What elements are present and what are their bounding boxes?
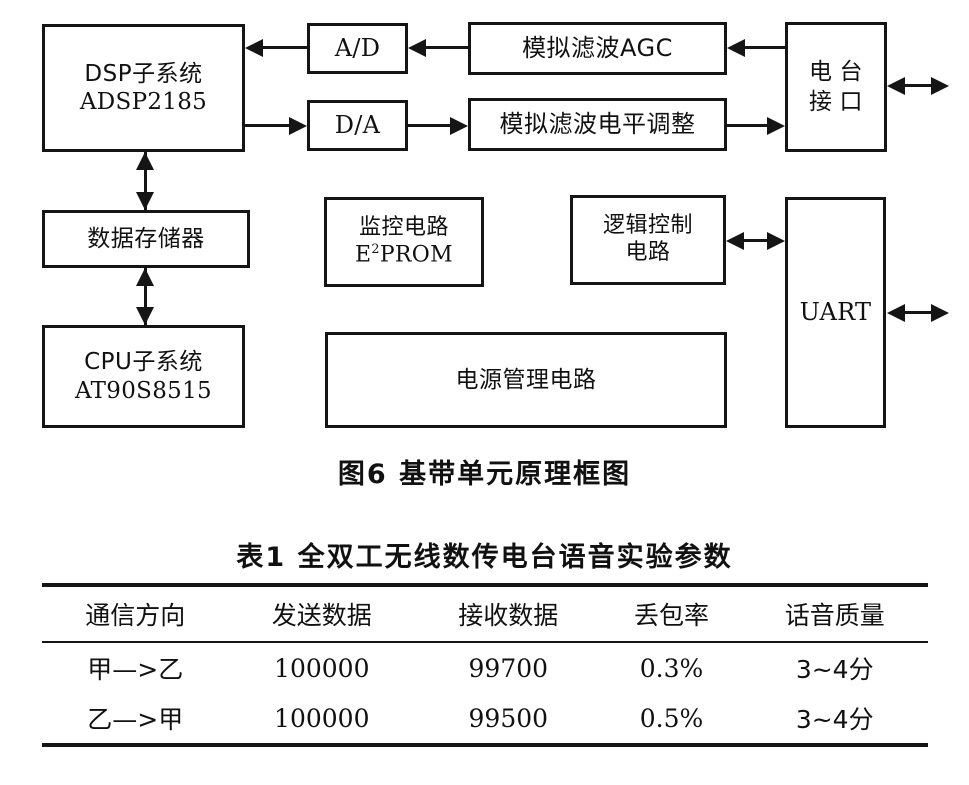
arrowhead-radio-to-agc: [727, 38, 745, 57]
cell-received: 99500: [415, 693, 602, 747]
block-dsp-line2: ADSP2185: [79, 89, 208, 115]
table-row: 乙—>甲 100000 99500 0.5% 3~4分: [42, 693, 928, 747]
block-monitor-eprom-post: PROM: [379, 242, 453, 268]
block-radio-grid: 电 台 接 口: [809, 58, 863, 116]
block-analog-filter-agc: 模拟滤波AGC: [468, 22, 727, 75]
block-da-label: D/A: [334, 110, 381, 139]
block-diagram: DSP子系统 ADSP2185 A/D D/A 模拟滤波AGC 模拟滤波电平调整…: [42, 22, 949, 428]
arrowhead-uart-to-logic: [726, 231, 744, 250]
block-dsp-line1: DSP子系统: [84, 60, 203, 87]
column-header-sent: 发送数据: [228, 583, 416, 643]
cell-voice-quality: 3~4分: [741, 693, 928, 747]
block-cpu-subsystem: CPU子系统 AT90S8515: [42, 325, 245, 428]
arrowhead-uart-external-in: [887, 303, 905, 322]
arrowhead-dsp-to-memory: [135, 192, 154, 210]
column-header-direction: 通信方向: [42, 583, 229, 643]
block-ad-converter: A/D: [307, 23, 408, 74]
arrowhead-ad-to-dsp: [245, 38, 263, 57]
block-ad-label: A/D: [334, 33, 381, 62]
block-uart-label: UART: [799, 297, 872, 326]
cell-voice-quality: 3~4分: [795, 655, 874, 684]
block-level-label: 模拟滤波电平调整: [499, 109, 696, 138]
connector-dsp-memory: [144, 152, 147, 210]
block-power-management-circuit: 电源管理电路: [325, 332, 727, 428]
connector-da-to-level: [408, 124, 450, 127]
arrowhead-logic-to-uart: [767, 231, 785, 250]
column-header-received: 接收数据: [415, 583, 602, 643]
arrowhead-level-to-radio: [767, 116, 785, 135]
block-monitor-line1: 监控电路: [358, 215, 449, 240]
connector-ad-to-dsp: [263, 46, 309, 49]
arrowhead-memory-to-dsp: [135, 152, 154, 170]
block-radio-interface: 电 台 接 口: [785, 22, 887, 152]
cell-loss-rate: 0.5%: [601, 693, 742, 747]
block-radio-char4: 口: [839, 89, 863, 115]
block-data-memory: 数据存储器: [42, 210, 250, 268]
arrowhead-radio-external-out: [931, 76, 949, 95]
block-power-label: 电源管理电路: [455, 366, 597, 393]
column-header-loss-rate: 丢包率: [601, 583, 742, 643]
table-caption: 表1 全双工无线数传电台语音实验参数: [236, 542, 733, 573]
block-uart: UART: [785, 197, 886, 428]
block-dsp-subsystem: DSP子系统 ADSP2185: [42, 24, 245, 152]
block-da-converter: D/A: [307, 100, 408, 151]
block-monitor-line2: E2PROM: [355, 242, 453, 269]
connector-radio-external: [905, 84, 931, 87]
cell-sent: 100000: [228, 693, 416, 747]
connector-logic-uart: [736, 239, 776, 242]
arrowhead-uart-external-out: [931, 303, 949, 322]
block-memory-label: 数据存储器: [87, 225, 205, 252]
block-logic-line1: 逻辑控制: [602, 213, 693, 239]
block-logic-control-circuit: 逻辑控制 电路: [570, 195, 726, 285]
column-header-voice-quality: 话音质量: [741, 583, 928, 643]
arrowhead-cpu-to-memory: [135, 268, 154, 286]
arrowhead-da-to-level: [450, 116, 468, 135]
cell-sent: 100000: [274, 653, 370, 683]
block-agc-label: 模拟滤波AGC: [522, 33, 673, 62]
block-monitor-circuit: 监控电路 E2PROM: [324, 197, 484, 287]
arrowhead-radio-external-in: [887, 76, 905, 95]
block-logic-line2: 电路: [625, 240, 671, 265]
experiment-parameters-table: 通信方向 发送数据 接收数据 丢包率 话音质量 甲—>乙 100000 9970…: [42, 583, 928, 747]
block-radio-char1: 电: [809, 58, 833, 85]
connector-uart-external: [905, 311, 931, 314]
arrowhead-agc-to-ad: [408, 38, 426, 57]
block-cpu-line1: CPU子系统: [84, 349, 203, 376]
block-monitor-eprom-pre: E: [355, 242, 372, 268]
block-analog-filter-level-adjust: 模拟滤波电平调整: [468, 98, 727, 151]
cell-received: 99700: [468, 653, 549, 683]
arrowhead-dsp-to-da: [289, 116, 307, 135]
cell-direction: 甲—>乙: [87, 655, 184, 684]
table-row: 甲—>乙 100000 99700 0.3% 3~4分: [42, 642, 928, 693]
cell-loss-rate: 0.3%: [639, 653, 704, 683]
table-header-row: 通信方向 发送数据 接收数据 丢包率 话音质量: [42, 583, 928, 643]
connector-agc-to-ad: [426, 46, 468, 49]
connector-radio-to-agc: [745, 46, 785, 49]
arrowhead-memory-to-cpu: [135, 307, 154, 325]
cell-direction: 乙—>甲: [42, 693, 229, 747]
connector-memory-cpu: [144, 268, 147, 325]
block-radio-char3: 接: [809, 89, 833, 115]
block-cpu-line2: AT90S8515: [75, 377, 212, 404]
block-radio-char2: 台: [839, 58, 863, 85]
block-monitor-eprom-sup: 2: [371, 241, 380, 257]
connector-level-to-radio: [727, 124, 767, 127]
connector-dsp-to-da: [245, 124, 289, 127]
figure-caption: 图6 基带单元原理框图: [337, 459, 632, 490]
